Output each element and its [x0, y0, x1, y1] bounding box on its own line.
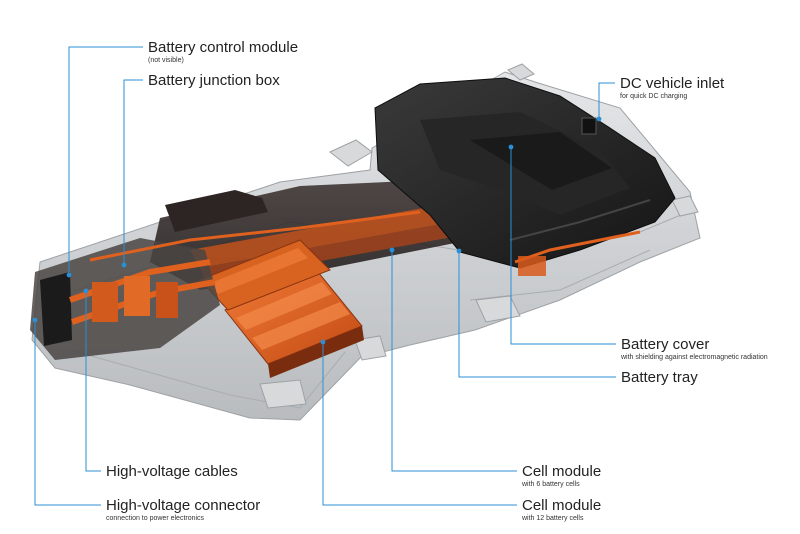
label-title: High-voltage connector [106, 497, 261, 514]
label-subtitle: with shielding against electromagnetic r… [621, 354, 768, 361]
label-subtitle: (not visible) [148, 57, 184, 64]
label-title: High-voltage cables [106, 463, 238, 480]
label-subtitle: for quick DC charging [620, 93, 688, 100]
label-title: Battery tray [621, 369, 698, 386]
label-battery-cover: Battery cover with shielding against ele… [621, 337, 768, 361]
leader-battery-tray [458, 251, 616, 378]
leader-cell-module-6 [391, 250, 517, 472]
label-title: Battery junction box [148, 72, 280, 89]
label-dc-vehicle-inlet: DC vehicle inlet for quick DC charging [620, 76, 724, 100]
leader-battery-junction-box [123, 79, 143, 265]
leader-high-voltage-connector [34, 320, 101, 506]
label-battery-tray: Battery tray [621, 370, 698, 385]
label-title: Battery cover [621, 336, 710, 353]
battery-cover-shape [374, 77, 676, 276]
label-title: Battery control module [148, 39, 299, 56]
label-subtitle: connection to power electronics [106, 515, 205, 522]
front-connector-block [30, 210, 421, 360]
label-battery-control-module: Battery control module (not visible) [148, 40, 298, 64]
leader-high-voltage-cables [85, 291, 101, 472]
label-title: DC vehicle inlet [620, 75, 725, 92]
leader-cell-module-12 [322, 342, 517, 506]
leader-dots [32, 116, 602, 345]
front-cell-modules [199, 239, 364, 378]
label-subtitle: with 12 battery cells [522, 515, 584, 522]
label-title: Cell module [522, 497, 602, 514]
label-cell-module-6: Cell module with 6 battery cells [522, 464, 601, 488]
label-battery-junction-box: Battery junction box [148, 73, 280, 88]
label-cell-module-12: Cell module with 12 battery cells [522, 498, 601, 522]
label-high-voltage-connector: High-voltage connector connection to pow… [106, 498, 260, 522]
leader-dc-vehicle-inlet [598, 82, 615, 119]
label-high-voltage-cables: High-voltage cables [106, 464, 238, 479]
leader-lines [34, 46, 616, 506]
label-title: Cell module [522, 463, 602, 480]
leader-battery-control-module [68, 46, 143, 275]
leader-battery-cover [510, 147, 616, 345]
label-subtitle: with 6 battery cells [522, 481, 580, 488]
